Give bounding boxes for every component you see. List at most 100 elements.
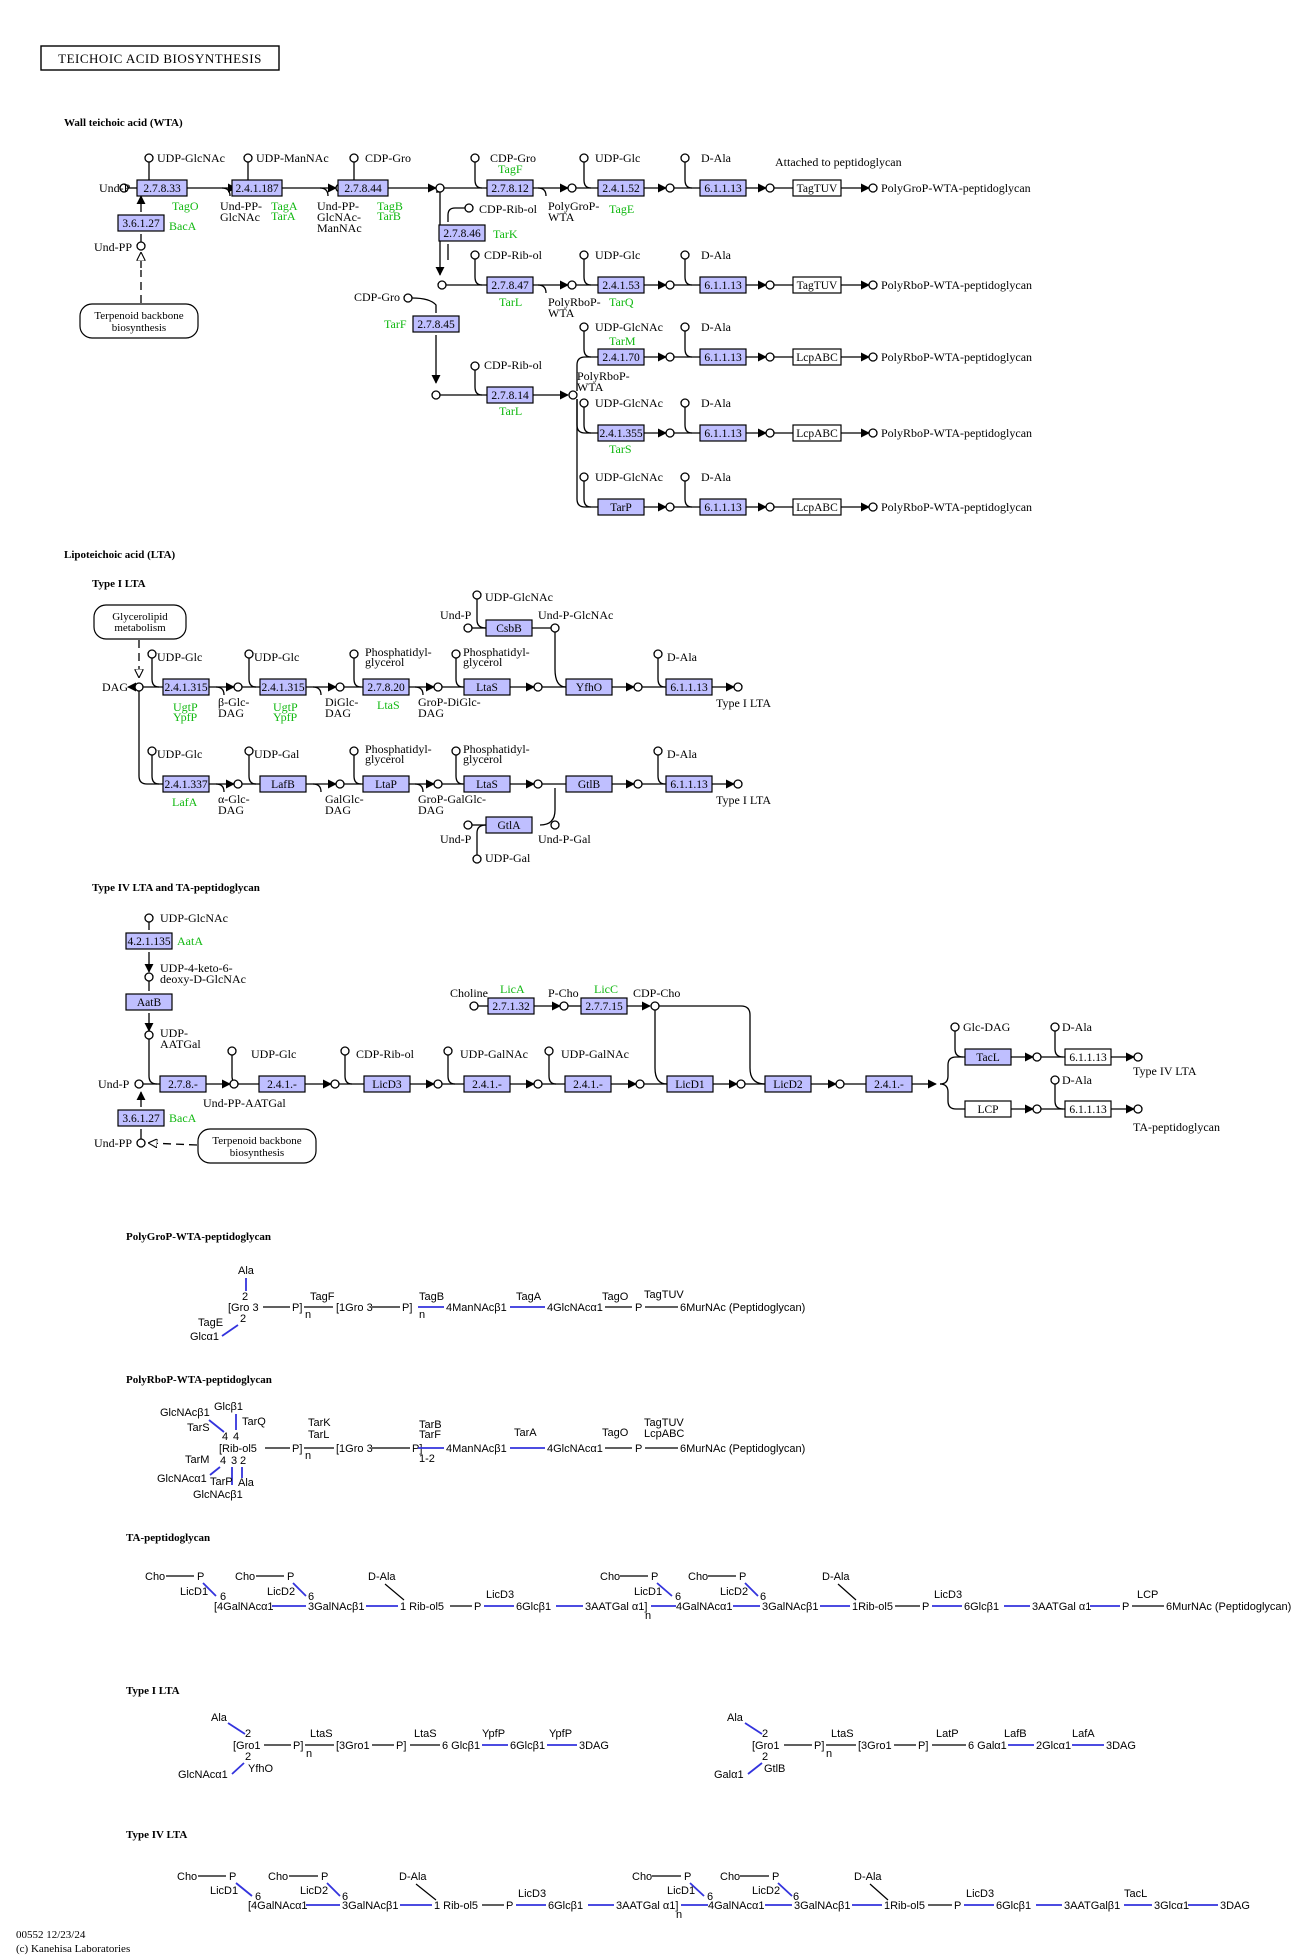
gene-label[interactable]: TarL <box>499 404 522 418</box>
enzyme-3.6.1.27[interactable]: 3.6.1.27 <box>117 1109 165 1127</box>
enzyme-6.1.1.13[interactable]: 6.1.1.13 <box>699 348 747 366</box>
enzyme-LafB[interactable]: LafB <box>259 775 307 793</box>
enzyme-LcpABC[interactable]: LcpABC <box>792 498 842 516</box>
svg-text:3Glcα1: 3Glcα1 <box>1154 1900 1189 1912</box>
enzyme-2.4.1.-[interactable]: 2.4.1.- <box>564 1075 612 1093</box>
enzyme-2.7.8.12[interactable]: 2.7.8.12 <box>486 179 534 197</box>
enzyme-2.4.1.337[interactable]: 2.4.1.337 <box>162 775 210 793</box>
gene-label[interactable]: TagE <box>609 202 634 216</box>
enzyme-2.7.1.32[interactable]: 2.7.1.32 <box>487 997 535 1015</box>
enzyme-LCP[interactable]: LCP <box>964 1100 1012 1118</box>
enzyme-6.1.1.13[interactable]: 6.1.1.13 <box>699 498 747 516</box>
enzyme-GtlB[interactable]: GtlB <box>565 775 613 793</box>
enzyme-TarP[interactable]: TarP <box>597 498 645 516</box>
enzyme-YfhO[interactable]: YfhO <box>565 678 613 696</box>
gene-label[interactable]: UgtP <box>173 700 198 714</box>
compound-label: DiGlc- <box>325 695 358 709</box>
enzyme-2.7.8.14[interactable]: 2.7.8.14 <box>486 386 534 404</box>
compound-label: PolyRboP- <box>577 369 630 383</box>
compound-label: P-Cho <box>548 986 579 1000</box>
enzyme-label: 2.4.1.315 <box>261 682 304 694</box>
gene-label[interactable]: LicA <box>500 982 525 996</box>
compound-label: DAG <box>218 803 244 817</box>
gene-label[interactable]: TarA <box>271 209 296 223</box>
enzyme-2.7.8.20[interactable]: 2.7.8.20 <box>362 678 410 696</box>
enzyme-LtaS[interactable]: LtaS <box>463 678 511 696</box>
enzyme-2.4.1.70[interactable]: 2.4.1.70 <box>597 348 645 366</box>
enzyme-LtaS[interactable]: LtaS <box>463 775 511 793</box>
enzyme-TagTUV[interactable]: TagTUV <box>792 179 842 197</box>
svg-text:LtaS: LtaS <box>310 1728 333 1740</box>
enzyme-6.1.1.13[interactable]: 6.1.1.13 <box>699 424 747 442</box>
enzyme-2.4.1.52[interactable]: 2.4.1.52 <box>597 179 645 197</box>
gene-label[interactable]: UgtP <box>273 700 298 714</box>
gene-label[interactable]: LafA <box>172 795 198 809</box>
gene-label[interactable]: YpfP <box>173 710 198 724</box>
gene-label[interactable]: AatA <box>177 934 203 948</box>
enzyme-LcpABC[interactable]: LcpABC <box>792 424 842 442</box>
gene-label[interactable]: TarS <box>609 442 632 456</box>
enzyme-TagTUV[interactable]: TagTUV <box>792 276 842 294</box>
enzyme-2.4.1.53[interactable]: 2.4.1.53 <box>597 276 645 294</box>
enzyme-LicD1[interactable]: LicD1 <box>666 1075 714 1093</box>
enzyme-2.4.1.-[interactable]: 2.4.1.- <box>463 1075 511 1093</box>
enzyme-3.6.1.27[interactable]: 3.6.1.27 <box>117 214 165 232</box>
svg-text:Cho: Cho <box>688 1571 708 1583</box>
gene-label[interactable]: TarL <box>499 295 522 309</box>
enzyme-6.1.1.13[interactable]: 6.1.1.13 <box>665 678 713 696</box>
enzyme-6.1.1.13[interactable]: 6.1.1.13 <box>1064 1100 1112 1118</box>
enzyme-6.1.1.13[interactable]: 6.1.1.13 <box>699 276 747 294</box>
gene-label[interactable]: TagA <box>271 199 298 213</box>
gene-label[interactable]: TarB <box>377 209 401 223</box>
gene-label[interactable]: LicC <box>594 982 618 996</box>
enzyme-LicD3[interactable]: LicD3 <box>363 1075 411 1093</box>
enzyme-LicD2[interactable]: LicD2 <box>764 1075 812 1093</box>
enzyme-2.4.1.-[interactable]: 2.4.1.- <box>258 1075 306 1093</box>
enzyme-2.7.8.-[interactable]: 2.7.8.- <box>159 1075 207 1093</box>
gene-label[interactable]: TarF <box>384 317 407 331</box>
svg-text:4: 4 <box>222 1431 228 1443</box>
gene-label[interactable]: BacA <box>169 219 197 233</box>
map-terpenoid-label-4: biosynthesis <box>230 1147 284 1159</box>
enzyme-2.4.1.315[interactable]: 2.4.1.315 <box>162 678 210 696</box>
enzyme-2.4.1.355[interactable]: 2.4.1.355 <box>597 424 645 442</box>
enzyme-2.4.1.315[interactable]: 2.4.1.315 <box>259 678 307 696</box>
compound-label: WTA <box>577 380 604 394</box>
map-glycerolipid[interactable]: Glycerolipid metabolism <box>93 604 187 640</box>
svg-text:3AATGal α1]: 3AATGal α1] <box>616 1900 678 1912</box>
enzyme-2.7.8.46[interactable]: 2.7.8.46 <box>438 224 486 242</box>
gene-label[interactable]: TagF <box>498 162 523 176</box>
svg-text:P: P <box>1122 1601 1129 1613</box>
enzyme-6.1.1.13[interactable]: 6.1.1.13 <box>1064 1048 1112 1066</box>
enzyme-2.7.8.44[interactable]: 2.7.8.44 <box>337 179 389 197</box>
enzyme-4.2.1.135[interactable]: 4.2.1.135 <box>125 932 173 950</box>
enzyme-LcpABC[interactable]: LcpABC <box>792 348 842 366</box>
enzyme-2.4.1.-[interactable]: 2.4.1.- <box>865 1075 913 1093</box>
compound-label: WTA <box>548 306 575 320</box>
enzyme-6.1.1.13[interactable]: 6.1.1.13 <box>699 179 747 197</box>
gene-label[interactable]: YpfP <box>273 710 298 724</box>
enzyme-boxes[interactable]: 2.7.8.33 2.4.1.187 2.7.8.44 2.7.8.12 2.4.1.5… <box>117 179 1112 1127</box>
gene-label[interactable]: BacA <box>169 1111 197 1125</box>
gene-label[interactable]: LtaS <box>377 698 400 712</box>
enzyme-2.7.7.15[interactable]: 2.7.7.15 <box>580 997 628 1015</box>
compound-label: GroP-DiGlc- <box>418 695 481 709</box>
gene-label[interactable]: TagO <box>172 199 199 213</box>
gene-label[interactable]: TarM <box>609 334 636 348</box>
gene-label[interactable]: TagB <box>377 199 403 213</box>
enzyme-2.4.1.187[interactable]: 2.4.1.187 <box>231 179 283 197</box>
compound-label: UDP-Glc <box>251 1047 296 1061</box>
enzyme-CsbB[interactable]: CsbB <box>485 619 533 637</box>
enzyme-TacL[interactable]: TacL <box>964 1048 1012 1066</box>
gene-label[interactable]: TarQ <box>609 295 634 309</box>
map-terpenoid-2[interactable]: Terpenoid backbone biosynthesis <box>197 1128 317 1164</box>
enzyme-2.7.8.33[interactable]: 2.7.8.33 <box>136 179 188 197</box>
enzyme-LtaP[interactable]: LtaP <box>362 775 410 793</box>
enzyme-2.7.8.45[interactable]: 2.7.8.45 <box>412 315 460 333</box>
enzyme-6.1.1.13[interactable]: 6.1.1.13 <box>665 775 713 793</box>
enzyme-2.7.8.47[interactable]: 2.7.8.47 <box>486 276 534 294</box>
enzyme-GtlA[interactable]: GtlA <box>485 816 533 834</box>
gene-label[interactable]: TarK <box>493 227 518 241</box>
map-terpenoid-1[interactable]: Terpenoid backbone biosynthesis <box>79 303 199 339</box>
enzyme-AatB[interactable]: AatB <box>125 993 173 1011</box>
